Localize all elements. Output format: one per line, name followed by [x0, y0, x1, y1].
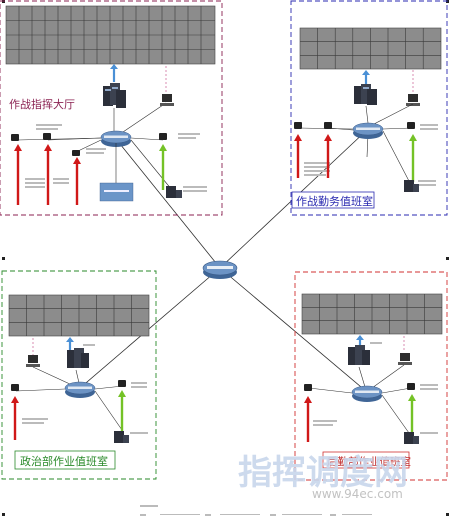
room-duty: 作战勤务值班室 — [290, 0, 448, 216]
room-border — [1, 270, 157, 480]
video-wall-icon — [299, 27, 442, 70]
phone-icon — [11, 380, 126, 391]
server-icon — [348, 345, 370, 365]
room-title: 政治部作业值班室 — [20, 454, 108, 468]
svg-text:www.94ec.com: www.94ec.com — [312, 487, 403, 501]
title-frame — [291, 191, 375, 209]
server-icon — [103, 83, 126, 108]
phone-icon — [294, 122, 415, 129]
room-title: 后勤部作业值班室 — [327, 455, 411, 468]
room-title: 作战勤务值班室 — [296, 194, 373, 208]
green-arrow — [159, 144, 167, 190]
router-icon — [351, 385, 383, 402]
svg-text:指挥调度网: 指挥调度网 — [238, 453, 408, 493]
router-icon — [352, 122, 384, 139]
blue-arrow — [110, 64, 118, 82]
phone-icon — [11, 133, 167, 156]
title-frame — [322, 451, 410, 469]
video-wall-icon — [8, 294, 150, 337]
bottom-legend — [140, 505, 372, 516]
server-icon — [67, 348, 89, 368]
room-logistics: 后勤部作业值班室 — [294, 271, 448, 481]
room-border — [290, 0, 448, 216]
video-wall-icon — [301, 293, 443, 335]
computer-icon — [404, 180, 419, 192]
computer-icon — [406, 94, 420, 106]
computer-icon — [404, 432, 419, 444]
room-command-hall: 作战指挥大厅 — [0, 0, 223, 216]
title-frame — [14, 450, 116, 470]
room-title: 作战指挥大厅 — [9, 97, 75, 111]
red-arrow — [14, 144, 81, 205]
computer-icon — [398, 353, 412, 365]
room-border — [294, 271, 448, 481]
video-wall-icon — [5, 5, 216, 65]
computer-icon — [160, 94, 174, 106]
computer-icon — [114, 431, 129, 443]
central-router — [202, 260, 238, 279]
computer-icon — [26, 355, 40, 367]
phone-icon — [304, 383, 415, 391]
room-border — [0, 0, 223, 216]
server-icon — [354, 84, 377, 105]
watermark: 指挥调度网 www.94ec.com — [238, 453, 408, 501]
router-icon — [64, 381, 96, 398]
backbone-links — [79, 128, 369, 393]
computer-icon — [166, 186, 182, 198]
room-political: 政治部作业值班室 — [1, 270, 157, 480]
